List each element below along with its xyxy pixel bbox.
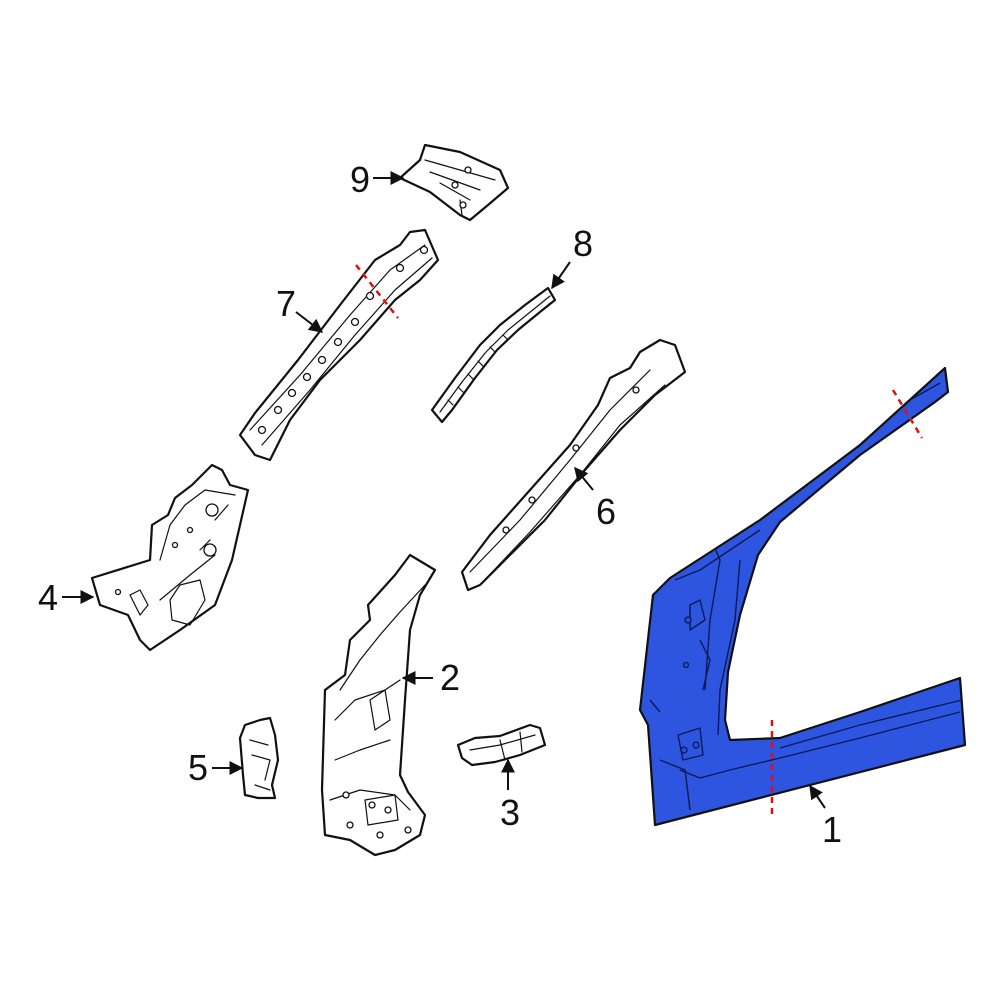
part-8[interactable] bbox=[430, 286, 557, 424]
part-2[interactable] bbox=[320, 553, 437, 857]
callout-3: 3 bbox=[500, 792, 520, 833]
cut-line-part-1-upper bbox=[891, 389, 924, 439]
callout-2: 2 bbox=[440, 657, 460, 698]
leader-1 bbox=[809, 784, 826, 809]
part-4[interactable] bbox=[90, 463, 250, 652]
callout-8: 8 bbox=[573, 223, 593, 264]
cut-line-part-7 bbox=[355, 264, 399, 319]
callout-6: 6 bbox=[596, 491, 616, 532]
leader-7 bbox=[295, 311, 324, 333]
part-3[interactable] bbox=[456, 723, 547, 767]
callout-5: 5 bbox=[188, 747, 208, 788]
callout-1: 1 bbox=[822, 809, 842, 850]
part-6[interactable] bbox=[460, 338, 687, 592]
leader-8 bbox=[551, 261, 571, 290]
part-7[interactable] bbox=[238, 228, 440, 462]
part-9[interactable] bbox=[398, 143, 510, 222]
part-5[interactable] bbox=[238, 716, 280, 800]
callout-4: 4 bbox=[38, 577, 58, 618]
callout-9: 9 bbox=[350, 159, 370, 200]
callout-7: 7 bbox=[276, 283, 296, 324]
part-1-highlighted[interactable] bbox=[638, 366, 967, 827]
leader-6 bbox=[574, 466, 594, 491]
